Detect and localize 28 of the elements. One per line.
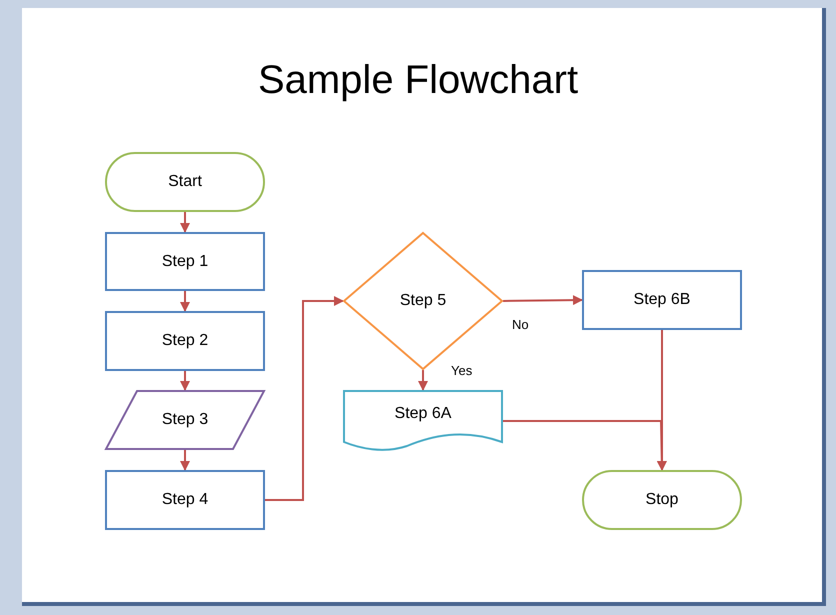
arrow xyxy=(503,420,667,471)
arrow xyxy=(502,295,583,306)
node-label: Step 5 xyxy=(400,292,446,310)
diagram-title: Sample Flowchart xyxy=(258,58,578,102)
node-label: Step 6A xyxy=(394,405,452,423)
process-box xyxy=(105,232,265,291)
arrow xyxy=(180,212,190,233)
terminal-shape xyxy=(105,152,265,212)
node-label: Start xyxy=(168,173,202,191)
arrow xyxy=(418,370,428,391)
arrow xyxy=(180,450,190,471)
process-box xyxy=(105,470,265,530)
edge-label: No xyxy=(510,317,531,332)
process-box xyxy=(582,270,742,330)
terminal-shape xyxy=(582,470,742,530)
input-output-parallelogram xyxy=(105,390,265,450)
document-shape xyxy=(343,390,503,450)
node-label: Step 1 xyxy=(162,252,208,270)
node-label: Step 2 xyxy=(162,332,208,350)
node-label: Step 3 xyxy=(162,411,208,429)
process-box xyxy=(105,311,265,371)
arrow xyxy=(180,291,190,312)
edge-label: Yes xyxy=(449,363,474,378)
node-label: Stop xyxy=(646,491,678,509)
arrow xyxy=(265,296,344,501)
node-label: Step 6B xyxy=(634,291,690,309)
node-label: Step 4 xyxy=(162,491,208,509)
arrow xyxy=(180,371,190,391)
